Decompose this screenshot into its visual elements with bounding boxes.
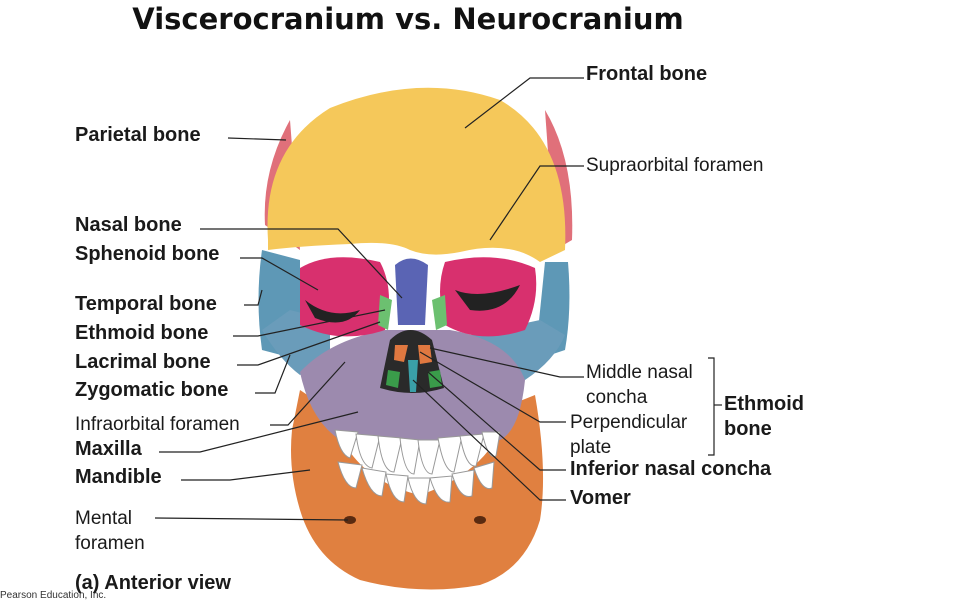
label-mental-2: foramen bbox=[75, 533, 145, 554]
leader-temporal bbox=[244, 289, 263, 306]
leader-nasal bbox=[200, 228, 403, 299]
leader-mandible bbox=[181, 469, 311, 481]
label-maxilla: Maxilla bbox=[75, 438, 142, 460]
leader-zygomatic bbox=[255, 354, 291, 394]
label-middle-concha-2: concha bbox=[586, 387, 648, 408]
leader-sphenoid bbox=[240, 257, 319, 291]
label-middle-concha-1: Middle nasal bbox=[586, 362, 693, 383]
label-infraorbital-foramen: Infraorbital foramen bbox=[75, 414, 240, 435]
label-lacrimal-bone: Lacrimal bone bbox=[75, 351, 211, 373]
middle-concha-shape bbox=[394, 345, 408, 362]
leader-supraorbital bbox=[489, 165, 584, 241]
leader-inferior-concha bbox=[427, 371, 566, 471]
label-perpendicular-1: Perpendicular bbox=[570, 412, 688, 433]
caption: (a) Anterior view bbox=[75, 572, 231, 594]
nasal-shape bbox=[395, 258, 428, 325]
ethmoid-bracket bbox=[708, 357, 715, 456]
leader-lacrimal bbox=[237, 321, 381, 366]
label-sphenoid-bone: Sphenoid bone bbox=[75, 243, 220, 265]
label-ethmoid-group-1: Ethmoid bbox=[724, 393, 804, 415]
mandible-shape bbox=[291, 390, 544, 590]
frontal-shape bbox=[267, 87, 566, 262]
label-supraorbital-foramen: Supraorbital foramen bbox=[586, 155, 764, 176]
leader-vomer bbox=[412, 379, 566, 501]
leader-perpendicular bbox=[419, 351, 566, 423]
inferior-concha-shape bbox=[386, 370, 400, 388]
label-ethmoid-group-2: bone bbox=[724, 418, 772, 440]
label-ethmoid-bone: Ethmoid bone bbox=[75, 322, 209, 344]
label-parietal-bone: Parietal bone bbox=[75, 124, 201, 146]
leader-mental bbox=[154, 517, 349, 521]
label-vomer: Vomer bbox=[570, 487, 631, 509]
label-mental-1: Mental bbox=[75, 508, 133, 529]
copyright: Pearson Education, Inc. bbox=[0, 590, 107, 601]
leader-infraorbital bbox=[270, 361, 346, 426]
label-zygomatic-bone: Zygomatic bone bbox=[75, 379, 229, 401]
label-perpendicular-2: plate bbox=[570, 437, 612, 458]
label-frontal-bone: Frontal bone bbox=[586, 63, 708, 85]
label-inferior-concha: Inferior nasal concha bbox=[570, 458, 772, 480]
vomer-shape bbox=[408, 360, 418, 392]
label-temporal-bone: Temporal bone bbox=[75, 293, 217, 315]
leader-frontal bbox=[464, 77, 584, 129]
leader-maxilla bbox=[159, 411, 359, 453]
page-title: Viscerocranium vs. Neurocranium bbox=[132, 2, 684, 36]
leader-middle-concha bbox=[429, 347, 584, 378]
label-nasal-bone: Nasal bone bbox=[75, 214, 182, 236]
label-mandible: Mandible bbox=[75, 466, 162, 488]
leader-parietal bbox=[227, 137, 287, 141]
leader-ethmoid bbox=[233, 309, 386, 337]
ethmoid-shape bbox=[378, 295, 392, 330]
